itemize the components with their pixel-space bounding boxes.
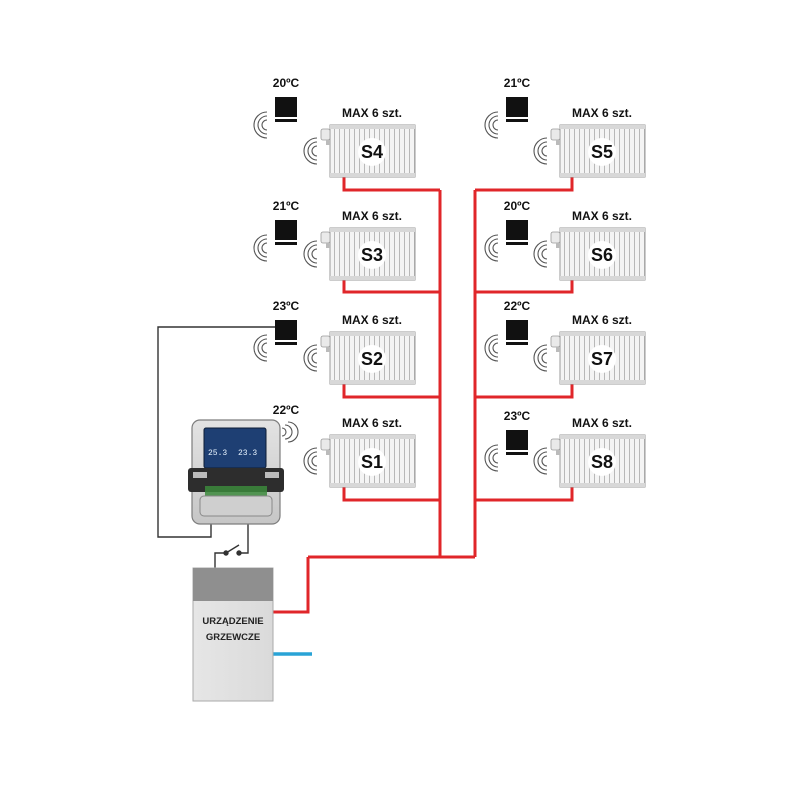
radiator-icon <box>559 227 646 281</box>
max-units-label: MAX 6 szt. <box>572 416 632 430</box>
controller-screen <box>203 427 267 469</box>
valve-head-icon <box>320 128 331 145</box>
zone-id: S1 <box>361 452 383 472</box>
wireless-signal-icon <box>253 334 268 362</box>
zone-id: S4 <box>361 142 383 162</box>
zone-id: S6 <box>591 245 613 265</box>
thermostat-icon <box>275 320 297 345</box>
wireless-signal-icon <box>253 234 268 262</box>
boiler-label-line2: GRZEWCZE <box>206 632 260 643</box>
zone-s3: S3 MAX 6 szt. 21ºC <box>253 199 416 281</box>
thermostat-icon <box>506 220 528 245</box>
zone-temperature: 21ºC <box>504 76 531 90</box>
zone-temperature: 23ºC <box>273 299 300 313</box>
max-units-label: MAX 6 szt. <box>342 106 402 120</box>
screen-right-value: 23.3 <box>238 449 257 458</box>
thermostat-icon <box>275 220 297 245</box>
wireless-signal-icon <box>533 344 548 372</box>
zone-s7: S7 MAX 6 szt. 22ºC <box>484 299 646 385</box>
zone-temperature: 21ºC <box>273 199 300 213</box>
valve-head-icon <box>320 438 331 455</box>
zone-badge <box>358 241 386 269</box>
wireless-signal-icon <box>303 447 318 475</box>
boiler-top-panel <box>193 568 273 601</box>
thermostat-icon <box>506 430 528 455</box>
wireless-signal-icon <box>484 111 499 139</box>
valve-head-icon <box>550 335 561 352</box>
valve-head-icon <box>550 231 561 248</box>
zone-s1: S1 MAX 6 szt. 22ºC <box>273 403 416 488</box>
zone-badge <box>358 138 386 166</box>
valve-head-icon <box>320 231 331 248</box>
zone-badge <box>588 448 616 476</box>
wireless-signal-icon <box>303 137 318 165</box>
supply-pipes <box>272 177 574 614</box>
zone-badge <box>358 448 386 476</box>
valve-head-icon <box>550 438 561 455</box>
zone-temperature: 23ºC <box>504 409 531 423</box>
max-units-label: MAX 6 szt. <box>342 313 402 327</box>
screen-left-value: 25.3 <box>208 449 227 458</box>
max-units-label: MAX 6 szt. <box>342 416 402 430</box>
thermostat-icon <box>506 97 528 122</box>
wireless-signal-icon <box>303 344 318 372</box>
zone-id: S7 <box>591 349 613 369</box>
thermostat-icon <box>506 320 528 345</box>
max-units-label: MAX 6 szt. <box>572 209 632 223</box>
wireless-signal-icon <box>484 234 499 262</box>
wireless-signal-icon <box>281 421 299 443</box>
valve-head-icon <box>550 128 561 145</box>
zone-s8: S8 MAX 6 szt. 23ºC <box>484 409 646 488</box>
controller: 25.3 23.3 <box>188 419 299 525</box>
wireless-signal-icon <box>533 240 548 268</box>
max-units-label: MAX 6 szt. <box>572 313 632 327</box>
wireless-signal-icon <box>303 240 318 268</box>
zone-s4: S4 MAX 6 szt. 20ºC <box>253 76 416 178</box>
max-units-label: MAX 6 szt. <box>342 209 402 223</box>
wireless-signal-icon <box>533 137 548 165</box>
wireless-signal-icon <box>484 444 499 472</box>
zone-temperature: 22ºC <box>273 403 300 417</box>
zone-s6: S6 MAX 6 szt. 20ºC <box>484 199 646 281</box>
zone-badge <box>588 138 616 166</box>
zone-temperature: 20ºC <box>504 199 531 213</box>
zone-id: S2 <box>361 349 383 369</box>
thermostat-icon <box>275 97 297 122</box>
boiler: URZĄDZENIE GRZEWCZE <box>192 567 274 702</box>
wireless-signal-icon <box>533 447 548 475</box>
zone-id: S8 <box>591 452 613 472</box>
boiler-label-line1: URZĄDZENIE <box>202 616 263 627</box>
zone-badge <box>588 345 616 373</box>
wireless-signal-icon <box>484 334 499 362</box>
zone-s2: S2 MAX 6 szt. 23ºC <box>253 299 416 385</box>
zone-id: S3 <box>361 245 383 265</box>
zone-temperature: 22ºC <box>504 299 531 313</box>
zone-s5: S5 MAX 6 szt. 21ºC <box>484 76 646 178</box>
valve-head-icon <box>320 335 331 352</box>
wireless-signal-icon <box>253 111 268 139</box>
max-units-label: MAX 6 szt. <box>572 106 632 120</box>
zone-badge <box>588 241 616 269</box>
zone-temperature: 20ºC <box>273 76 300 90</box>
zone-id: S5 <box>591 142 613 162</box>
zone-badge <box>358 345 386 373</box>
